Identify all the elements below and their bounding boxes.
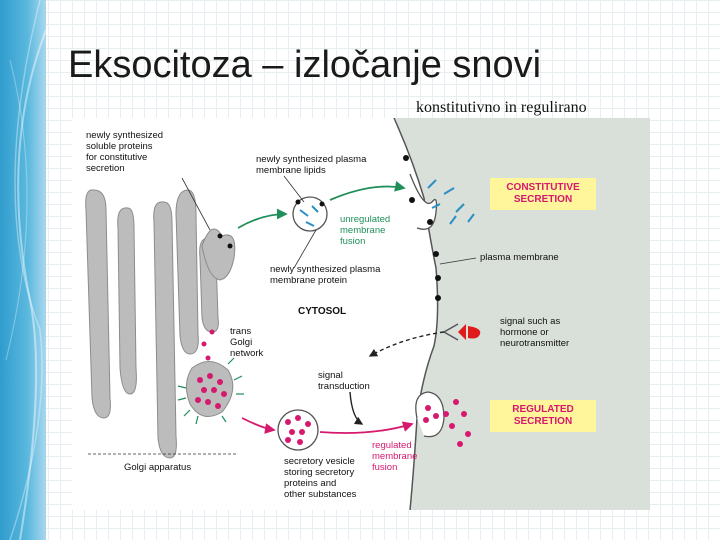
leader-plasma-membrane [439,257,477,265]
arrow-signal-to-vesicle [349,391,364,425]
label-soluble-proteins: newly synthesized soluble proteins for c… [86,130,164,174]
regulated-fusion-site [415,391,445,438]
arrow-to-regulated-fusion [319,421,414,434]
slide-subtitle: konstitutivno in regulirano [416,99,587,116]
leader-soluble-proteins [181,177,211,231]
released-lipids [427,179,475,225]
label-signal-hormone: signal such as hormone or neurotransmitt… [500,316,570,349]
label-secretory-vesicle: secretory vesicle storing secretory prot… [284,456,357,500]
arrow-signal-transduction [368,331,445,357]
leader-membrane-lipids [283,175,305,203]
regulated-secretion-box: REGULATED SECRETION [490,400,596,432]
label-unregulated-fusion: unregulated membrane fusion [340,214,391,247]
exocytosis-diagram: newly synthesized soluble proteins for c… [72,118,650,510]
label-signal-transduction: signal transduction [318,370,370,392]
arrow-to-constitutive-vesicle [237,208,288,229]
constitutive-secretion-box: CONSTITUTIVE SECRETION [490,178,596,210]
label-plasma-membrane: plasma membrane [480,252,559,263]
label-regulated-fusion: regulated membrane fusion [372,440,418,473]
membrane-proteins [217,155,441,301]
label-cytosol: CYTOSOL [298,306,347,317]
receptor-signal [443,323,481,341]
plasma-membrane-line [393,118,439,510]
released-granules [423,399,471,447]
secretory-vesicle [277,409,319,451]
slide-title: Eksocitoza – izločanje snovi [68,44,542,86]
decorative-sidebar [0,0,46,540]
leader-membrane-protein [293,229,317,269]
label-trans-golgi: trans Golgi network [230,326,264,359]
arrow-to-membrane [329,181,406,201]
arrow-to-secretory-vesicle [241,417,276,434]
label-golgi-apparatus: Golgi apparatus [124,462,192,473]
extracellular-space [394,118,650,510]
golgi-stacks [85,189,219,459]
trans-golgi-lower-bud [177,329,244,425]
trans-golgi-upper-bud [201,228,236,281]
constitutive-vesicle [292,196,328,232]
label-membrane-lipids: newly synthesized plasma membrane lipids [256,154,367,176]
constitutive-fusion-site [409,173,438,230]
label-membrane-protein: newly synthesized plasma membrane protei… [270,264,381,286]
